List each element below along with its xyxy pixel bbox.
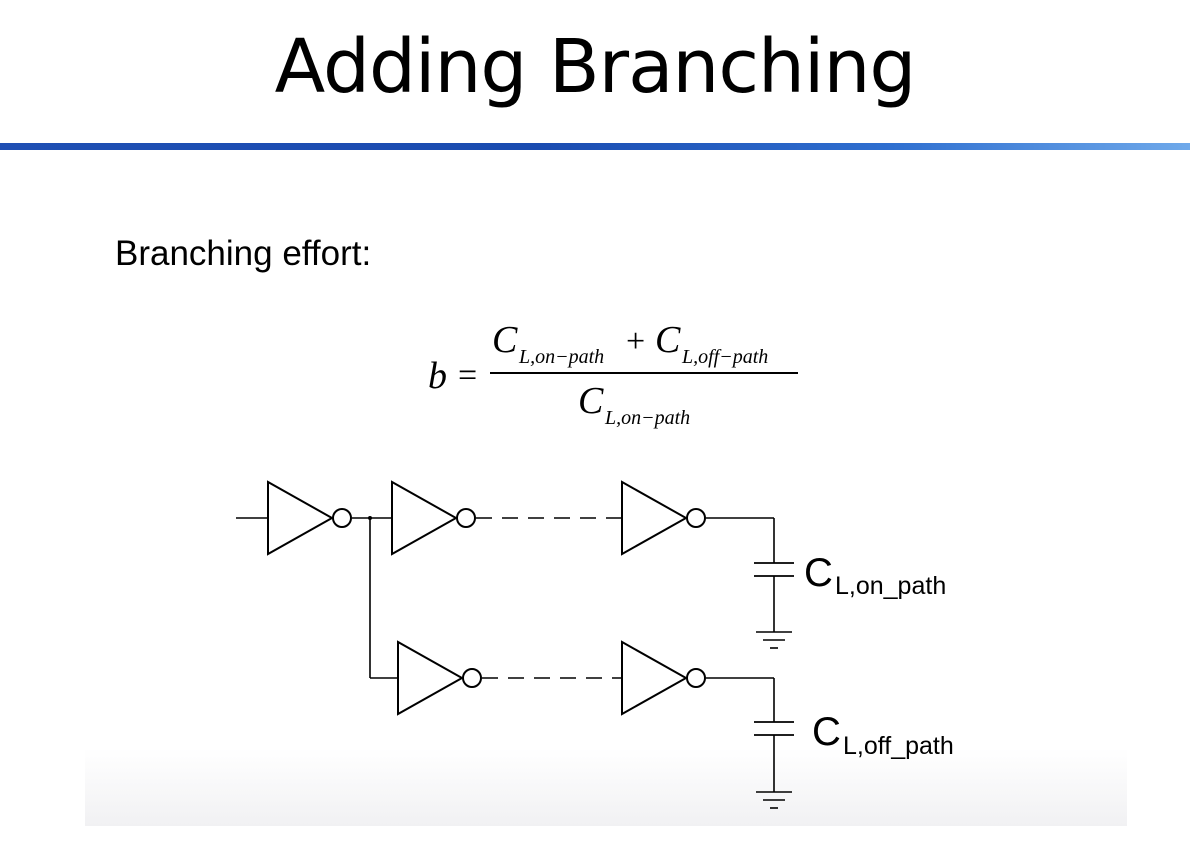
ground-icon [756, 631, 792, 649]
formula-plus: + [626, 323, 645, 360]
cap-off-label-main: C [812, 710, 841, 754]
formula-num-c1: C [492, 319, 518, 361]
top-path-wires [236, 517, 775, 632]
inverter-2 [391, 480, 476, 556]
inverter-5 [621, 640, 706, 716]
branch-node [368, 516, 372, 520]
inverter-4 [397, 640, 482, 716]
formula-num-c2: C [655, 319, 681, 361]
cap-on-label-main: C [804, 551, 833, 595]
inverter-1 [267, 480, 352, 556]
slide-title: Adding Branching [274, 24, 917, 110]
capacitor-off-path [754, 721, 794, 736]
ground-icon [756, 791, 792, 809]
cap-off-label-sub: L,off_path [843, 732, 954, 760]
formula-num-sub1: L,on−path [518, 346, 604, 368]
branching-effort-formula: b = C L,on−path + C L,off−path C L,on−pa… [428, 319, 798, 429]
formula-den-c: C [578, 380, 604, 422]
top-inverters [267, 480, 706, 556]
formula-lhs: b [428, 355, 447, 397]
capacitor-on-path [754, 562, 794, 577]
branch-wires [369, 518, 775, 792]
formula-den-sub: L,on−path [604, 407, 690, 429]
content-panel [85, 178, 1127, 826]
branch-inverters [397, 640, 706, 716]
title-rule [0, 143, 1190, 150]
formula-num-sub2: L,off−path [681, 346, 768, 368]
inverter-3 [621, 480, 706, 556]
cap-on-label-sub: L,on_path [835, 572, 946, 600]
branching-effort-heading: Branching effort: [115, 234, 372, 273]
formula-equals: = [458, 357, 477, 394]
